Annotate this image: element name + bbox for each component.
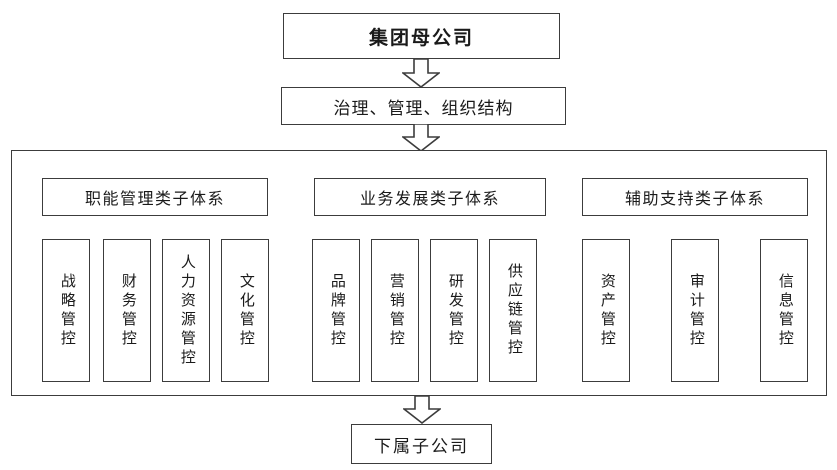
- item-box-strategy: 战略管控: [42, 239, 90, 382]
- item-label: 研发管控: [446, 272, 463, 349]
- group-header-business: 业务发展类子体系: [314, 178, 546, 216]
- arrow-systems-to-subsidiary: [403, 396, 441, 424]
- item-box-assets: 资产管控: [582, 239, 630, 382]
- item-box-finance: 财务管控: [103, 239, 151, 382]
- item-box-information: 信息管控: [760, 239, 808, 382]
- item-label: 信息管控: [776, 272, 793, 349]
- group-header-label: 业务发展类子体系: [359, 191, 500, 208]
- parent-company-box: 集团母公司: [283, 13, 560, 59]
- item-box-brand: 品牌管控: [312, 239, 360, 382]
- arrow-governance-to-systems: [402, 124, 440, 152]
- item-label: 品牌管控: [328, 272, 345, 349]
- item-box-rnd: 研发管控: [430, 239, 478, 382]
- parent-company-label: 集团母公司: [368, 27, 474, 49]
- item-label: 战略管控: [58, 272, 75, 349]
- group-header-functional: 职能管理类子体系: [42, 178, 268, 216]
- subsidiary-company-box: 下属子公司: [351, 424, 492, 464]
- arrow-root-to-governance: [402, 59, 440, 88]
- item-label: 资产管控: [598, 272, 615, 349]
- management-systems-container: 职能管理类子体系 业务发展类子体系 辅助支持类子体系 战略管控 财务管控 人力资…: [11, 150, 827, 396]
- item-box-audit: 审计管控: [671, 239, 719, 382]
- governance-box: 治理、管理、组织结构: [281, 87, 566, 125]
- group-header-label: 辅助支持类子体系: [624, 191, 765, 208]
- item-label: 审计管控: [687, 272, 704, 349]
- item-label: 人力资源管控: [178, 253, 195, 368]
- item-box-marketing: 营销管控: [371, 239, 419, 382]
- group-header-label: 职能管理类子体系: [84, 191, 225, 208]
- item-label: 文化管控: [237, 272, 254, 349]
- item-label: 供应链管控: [505, 263, 522, 358]
- item-label: 财务管控: [119, 272, 136, 349]
- governance-label: 治理、管理、组织结构: [333, 98, 514, 118]
- subsidiary-label: 下属子公司: [374, 436, 469, 456]
- item-box-human-resources: 人力资源管控: [162, 239, 210, 382]
- group-header-support: 辅助支持类子体系: [582, 178, 808, 216]
- item-box-supply-chain: 供应链管控: [489, 239, 537, 382]
- item-box-culture: 文化管控: [221, 239, 269, 382]
- item-label: 营销管控: [387, 272, 404, 349]
